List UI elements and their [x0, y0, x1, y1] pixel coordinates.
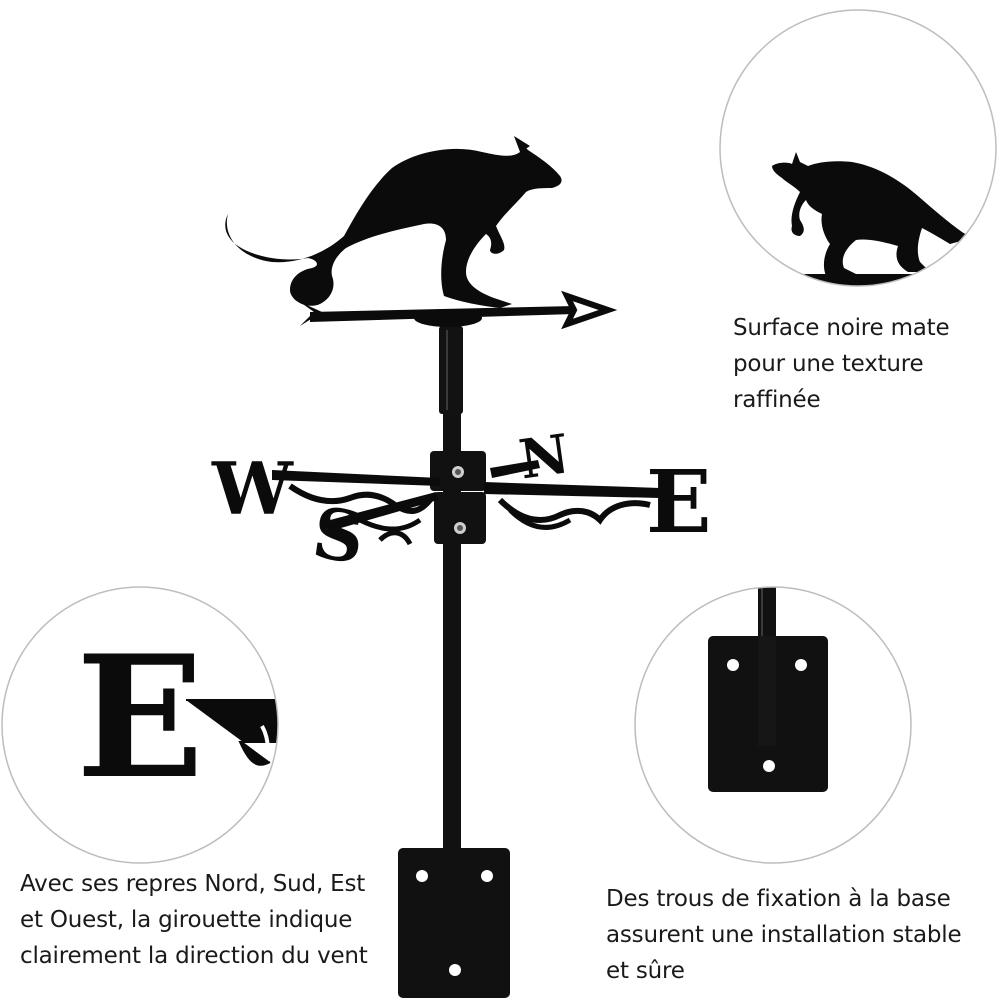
weathervane-main	[225, 136, 660, 998]
caption-line: clairement la direction du vent	[20, 943, 368, 969]
compass-letter-west: W	[211, 446, 294, 531]
caption-matte-surface: Surface noire mate pour une texture raff…	[733, 310, 998, 418]
caption-line: et sûre	[606, 958, 685, 984]
compass-arm-west-east	[272, 470, 440, 486]
zoom-letter-e: E	[76, 618, 204, 816]
kangaroo-silhouette-icon	[225, 136, 562, 308]
pole-upper	[439, 326, 463, 414]
compass-letter-east: E	[646, 452, 712, 553]
caption-line: et Ouest, la girouette indique	[20, 907, 353, 933]
caption-line: Avec ses repres Nord, Sud, Est	[20, 871, 366, 897]
caption-line: raffinée	[733, 387, 821, 413]
caption-line: assurent une installation stable	[606, 922, 962, 948]
caption-line: pour une texture	[733, 351, 924, 377]
center-hub-lower	[434, 492, 486, 544]
caption-compass-directions: Avec ses repres Nord, Sud, Est et Ouest,…	[20, 866, 410, 974]
caption-line: Surface noire mate	[733, 315, 950, 341]
zoom-circle-letter-e: E	[1, 586, 279, 864]
arrow-pointer-icon	[300, 290, 618, 330]
caption-line: Des trous de fixation à la base	[606, 886, 951, 912]
zoom-circle-mounting-plate	[634, 586, 912, 864]
mounting-plate-icon	[398, 848, 510, 998]
caption-mounting-holes: Des trous de fixation à la base assurent…	[606, 881, 996, 989]
compass-letter-south: S	[308, 491, 370, 580]
zoom-circle-kangaroo	[719, 9, 997, 287]
compass-letter-north: N	[515, 421, 573, 491]
